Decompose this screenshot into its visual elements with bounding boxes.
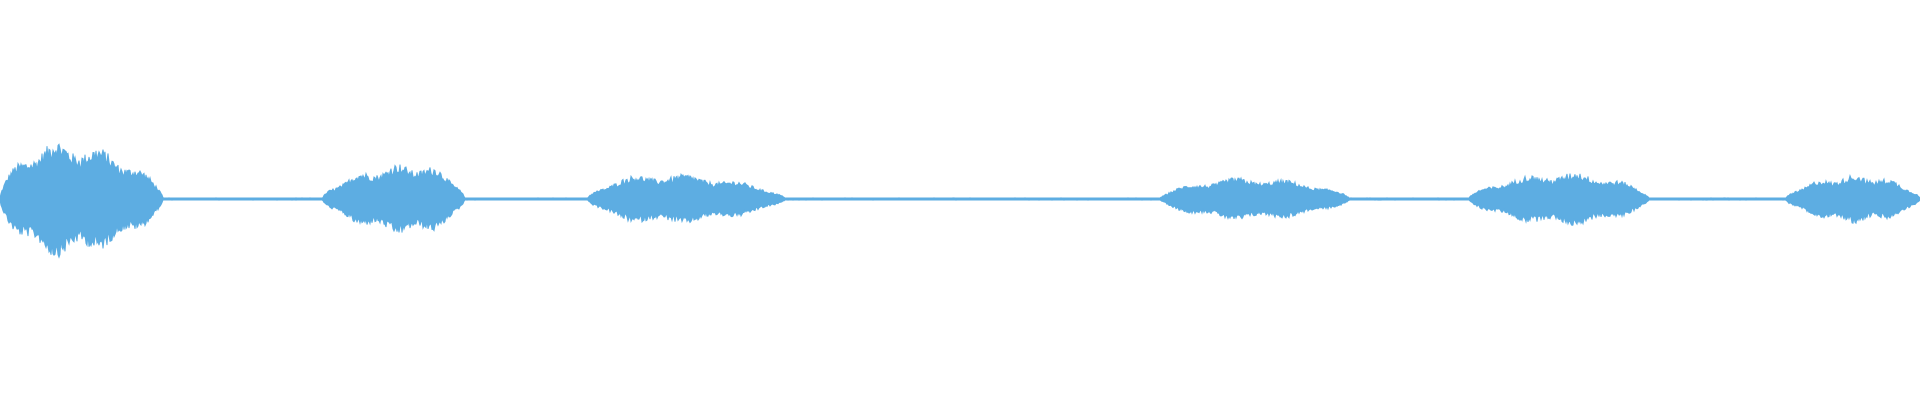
waveform-path xyxy=(0,143,1920,259)
